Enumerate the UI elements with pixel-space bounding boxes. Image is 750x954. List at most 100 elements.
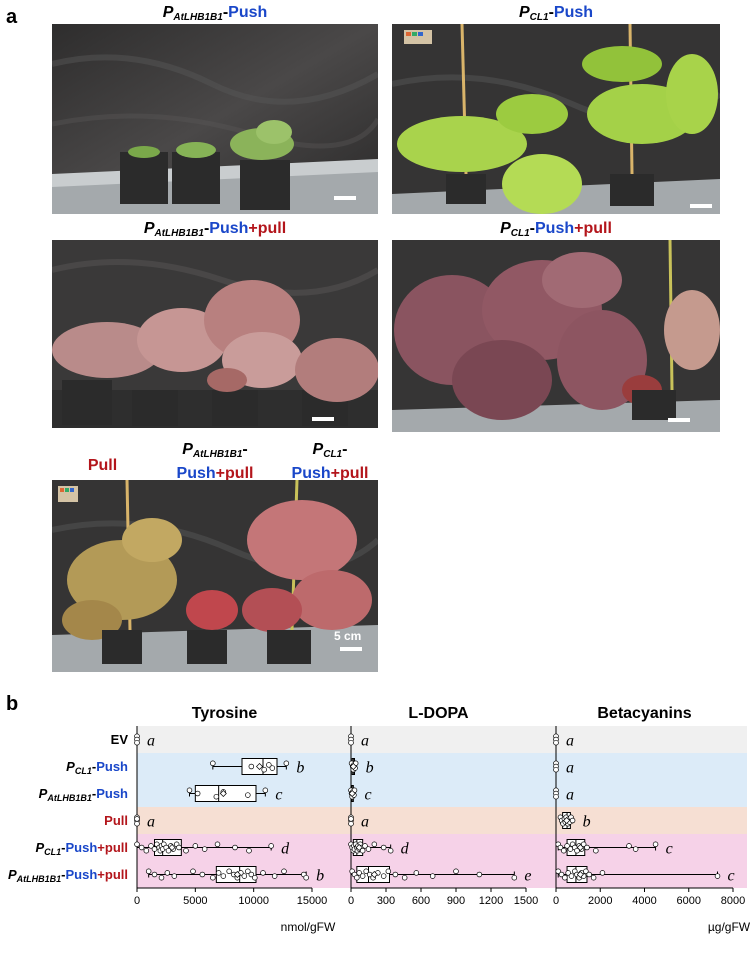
data-point: [365, 846, 372, 852]
x-tick-label: 0: [348, 895, 354, 907]
title-prefix: PCL1: [500, 220, 530, 239]
data-point: [553, 793, 559, 800]
x-tick-label: 5000: [183, 895, 207, 907]
x-tick-label: 300: [377, 895, 395, 907]
data-point: [359, 847, 366, 854]
data-point: [164, 870, 171, 876]
x-tick-label: 0: [553, 895, 559, 907]
data-point: [387, 847, 394, 854]
photo-cl1-pushpull: [392, 240, 720, 432]
data-point: [151, 846, 158, 852]
data-point: [248, 871, 255, 878]
data-point: [199, 871, 206, 878]
data-point: [158, 874, 165, 881]
bottom-label-lhb: PAtLHB1B1-Push+pull: [150, 440, 280, 483]
row-label: PAtLHB1B1-Push+pull: [8, 867, 128, 884]
title-prefix: PCL1: [312, 441, 343, 460]
title-dash: -: [548, 4, 554, 21]
significance-letter: a: [566, 733, 574, 750]
photo-lhb-pushpull: [52, 240, 378, 428]
data-point: [151, 871, 158, 878]
significance-letter: b: [316, 868, 324, 885]
data-point: [392, 871, 399, 878]
data-point: [584, 844, 590, 851]
data-point: [453, 868, 459, 875]
bottom-label-cl1: PCL1-Push+pull: [280, 440, 380, 483]
x-tick-label: 600: [412, 895, 430, 907]
significance-letter: a: [361, 733, 369, 750]
row-label-part: P: [66, 759, 75, 774]
mean-marker: [370, 871, 378, 878]
data-point: [192, 843, 199, 849]
row-label-part: AtLHB1B1: [46, 793, 92, 803]
data-point: [569, 817, 576, 824]
mean-marker: [576, 844, 584, 851]
data-point: [429, 873, 436, 879]
x-tick-label: 900: [447, 895, 465, 907]
data-point: [210, 760, 216, 767]
data-point: [714, 873, 721, 879]
x-axis-label: µg/gFW: [708, 920, 750, 934]
data-point: [580, 841, 587, 848]
scale-bar-label: 5 cm: [334, 629, 361, 643]
data-point: [143, 847, 150, 854]
data-point: [245, 792, 251, 798]
significance-letter: a: [147, 733, 155, 750]
data-point: [348, 739, 354, 746]
row-label-part: CL1: [44, 847, 61, 857]
row-label-part: P: [8, 867, 17, 882]
significance-letter: a: [566, 760, 574, 777]
data-point: [148, 843, 154, 849]
row-label-part: Push: [66, 840, 98, 855]
data-point: [190, 868, 196, 875]
title-subscript: AtLHB1B1: [154, 228, 204, 239]
title-prefix: PCL1: [518, 4, 549, 23]
data-point: [134, 820, 140, 827]
title-push: Push: [535, 220, 575, 237]
title-dash: -: [342, 441, 348, 458]
data-point: [348, 820, 354, 827]
title-push: Push: [228, 4, 268, 21]
data-point: [511, 874, 518, 881]
photo-title-cl1-push: PCL1-Push: [392, 4, 720, 23]
title-pull: pull: [225, 465, 254, 482]
data-point: [201, 846, 208, 852]
mean-marker: [576, 871, 584, 878]
data-point: [214, 841, 221, 848]
data-point: [226, 868, 232, 875]
data-point: [348, 816, 354, 822]
photo-comparison: 5 cm: [52, 480, 378, 672]
photo-cl1-push: [392, 24, 720, 214]
data-point: [269, 765, 276, 771]
title-subscript: CL1: [323, 449, 343, 460]
data-point: [303, 874, 309, 881]
photo-title-lhb-push: PAtLHB1B1-Push: [52, 4, 378, 23]
data-point: [213, 793, 220, 800]
data-point: [413, 870, 420, 876]
data-point: [138, 844, 145, 851]
data-point: [194, 790, 201, 797]
data-point: [261, 766, 267, 773]
data-point: [586, 871, 592, 878]
data-point: [362, 843, 368, 849]
row-label-part: P: [39, 786, 48, 801]
data-point: [134, 739, 140, 746]
row-label-part: AtLHB1B1: [16, 874, 62, 884]
title-subscript: AtLHB1B1: [173, 12, 223, 23]
chart-title: Betacyanins: [597, 705, 691, 722]
panel-a-letter: a: [6, 6, 18, 28]
title-prefix: PAtLHB1B1: [143, 220, 204, 239]
x-tick-label: 6000: [677, 895, 701, 907]
data-point: [476, 871, 483, 878]
title-dash: -: [222, 4, 229, 21]
data-point: [210, 874, 216, 881]
data-point: [553, 739, 559, 746]
chart-title: Tyrosine: [192, 705, 258, 722]
title-push: Push: [209, 220, 249, 237]
title-pull: pull: [257, 220, 287, 237]
data-point: [354, 874, 360, 881]
x-tick-label: 10000: [238, 895, 269, 907]
title-pull: pull: [340, 465, 369, 482]
data-point: [246, 847, 252, 854]
data-point: [632, 846, 639, 852]
